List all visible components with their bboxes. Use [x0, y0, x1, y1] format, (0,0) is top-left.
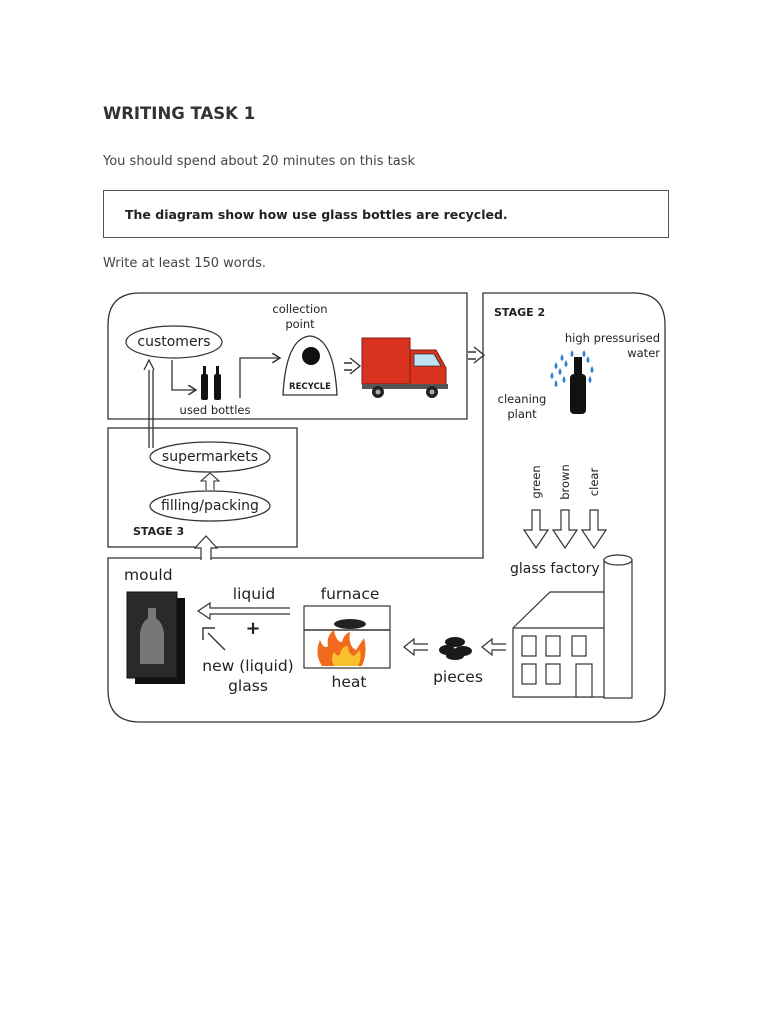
- glass-factory-label: glass factory: [510, 561, 600, 577]
- cleaning-plant-label: cleaning plant: [497, 392, 547, 421]
- used-bottles-label: used bottles: [179, 403, 251, 417]
- supermarkets-ellipse: [149, 441, 271, 473]
- heat-label: heat: [331, 673, 367, 691]
- color-arrows: [522, 509, 608, 550]
- cleaning-bottle-icon: [550, 350, 594, 414]
- time-instruction: You should spend about 20 minutes on thi…: [103, 154, 415, 169]
- supermarkets-label: supermarkets: [161, 449, 259, 465]
- high-pressurised-water-label: high pressurised water: [564, 331, 660, 360]
- recycle-bin-icon: [282, 335, 338, 396]
- liquid-label: liquid: [232, 585, 276, 603]
- customers-label: customers: [137, 334, 211, 350]
- pieces-icon: [439, 637, 472, 660]
- task-title: WRITING TASK 1: [103, 104, 256, 123]
- brown-label: brown: [558, 464, 572, 500]
- glass-factory-icon: [512, 554, 633, 699]
- recycle-label: RECYCLE: [289, 382, 331, 392]
- word-instruction: Write at least 150 words.: [103, 256, 267, 271]
- furnace-label: furnace: [320, 585, 380, 603]
- plus-label: +: [245, 618, 261, 639]
- green-label: green: [529, 465, 543, 499]
- filling-ellipse: [149, 490, 271, 522]
- mould-icon: [126, 591, 185, 684]
- collection-point-label: collection point: [272, 302, 328, 331]
- clear-label: clear: [587, 467, 601, 497]
- truck-icon: [361, 337, 448, 398]
- filling-packing-label: filling/packing: [161, 498, 259, 514]
- stage-3-label: STAGE 3: [133, 525, 185, 538]
- prompt-text: The diagram show how use glass bottles a…: [125, 206, 508, 222]
- customers-ellipse: [125, 325, 223, 359]
- mould-label: mould: [124, 566, 173, 584]
- new-liquid-glass-label: new (liquid) glass: [202, 657, 294, 695]
- prompt-box: The diagram show how use glass bottles a…: [103, 190, 669, 238]
- furnace-icon: [303, 605, 391, 669]
- used-bottles-icon: [201, 366, 221, 400]
- pieces-label: pieces: [433, 668, 483, 686]
- stage-2-label: STAGE 2: [494, 306, 546, 319]
